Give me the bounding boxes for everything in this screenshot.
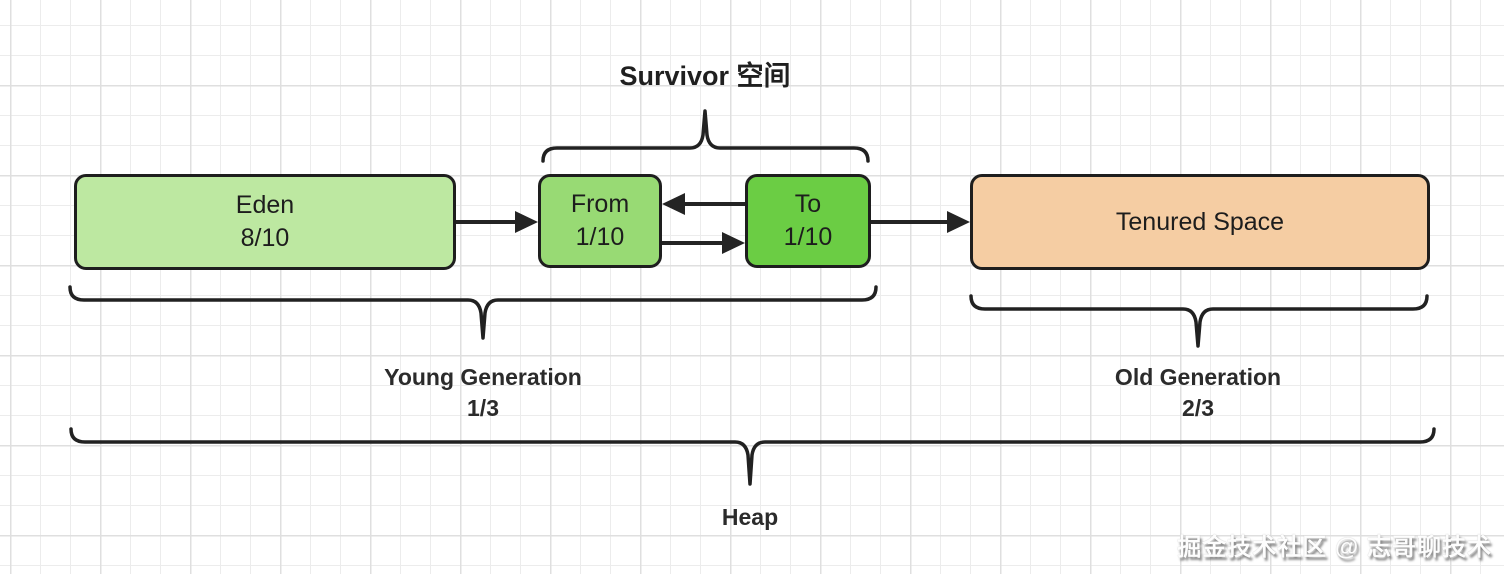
survivor-space-title: Survivor 空间 bbox=[619, 61, 791, 91]
heap-label: Heap bbox=[721, 504, 779, 530]
node-eden-ratio: 8/10 bbox=[240, 224, 290, 252]
young-generation-title: Young Generation bbox=[384, 364, 582, 390]
young-generation-underbrace bbox=[68, 285, 878, 340]
young-generation-label: Young Generation 1/3 bbox=[384, 362, 582, 424]
old-generation-underbrace bbox=[969, 294, 1429, 348]
node-to: To 1/10 bbox=[745, 174, 871, 268]
node-from-ratio: 1/10 bbox=[575, 223, 625, 251]
arrow-to-to-tenured bbox=[871, 211, 970, 233]
arrow-from-to-to bbox=[662, 232, 745, 254]
arrow-to-to-from bbox=[662, 193, 745, 215]
survivor-overbrace bbox=[541, 109, 870, 163]
node-from-label: From bbox=[570, 190, 630, 218]
young-generation-fraction: 1/3 bbox=[467, 395, 499, 421]
node-eden: Eden 8/10 bbox=[74, 174, 456, 270]
node-to-ratio: 1/10 bbox=[783, 223, 833, 251]
node-tenured-space: Tenured Space bbox=[970, 174, 1430, 270]
old-generation-title: Old Generation bbox=[1114, 364, 1282, 390]
old-generation-label: Old Generation 2/3 bbox=[1115, 362, 1281, 424]
node-to-label: To bbox=[794, 190, 822, 218]
heap-underbrace bbox=[69, 427, 1436, 486]
arrow-eden-to-from bbox=[456, 211, 538, 233]
node-from: From 1/10 bbox=[538, 174, 662, 268]
watermark: 掘金技术社区 @ 志哥聊技术 bbox=[1177, 534, 1492, 561]
node-eden-label: Eden bbox=[235, 191, 295, 219]
old-generation-fraction: 2/3 bbox=[1182, 395, 1214, 421]
node-tenured-label: Tenured Space bbox=[1115, 207, 1285, 236]
